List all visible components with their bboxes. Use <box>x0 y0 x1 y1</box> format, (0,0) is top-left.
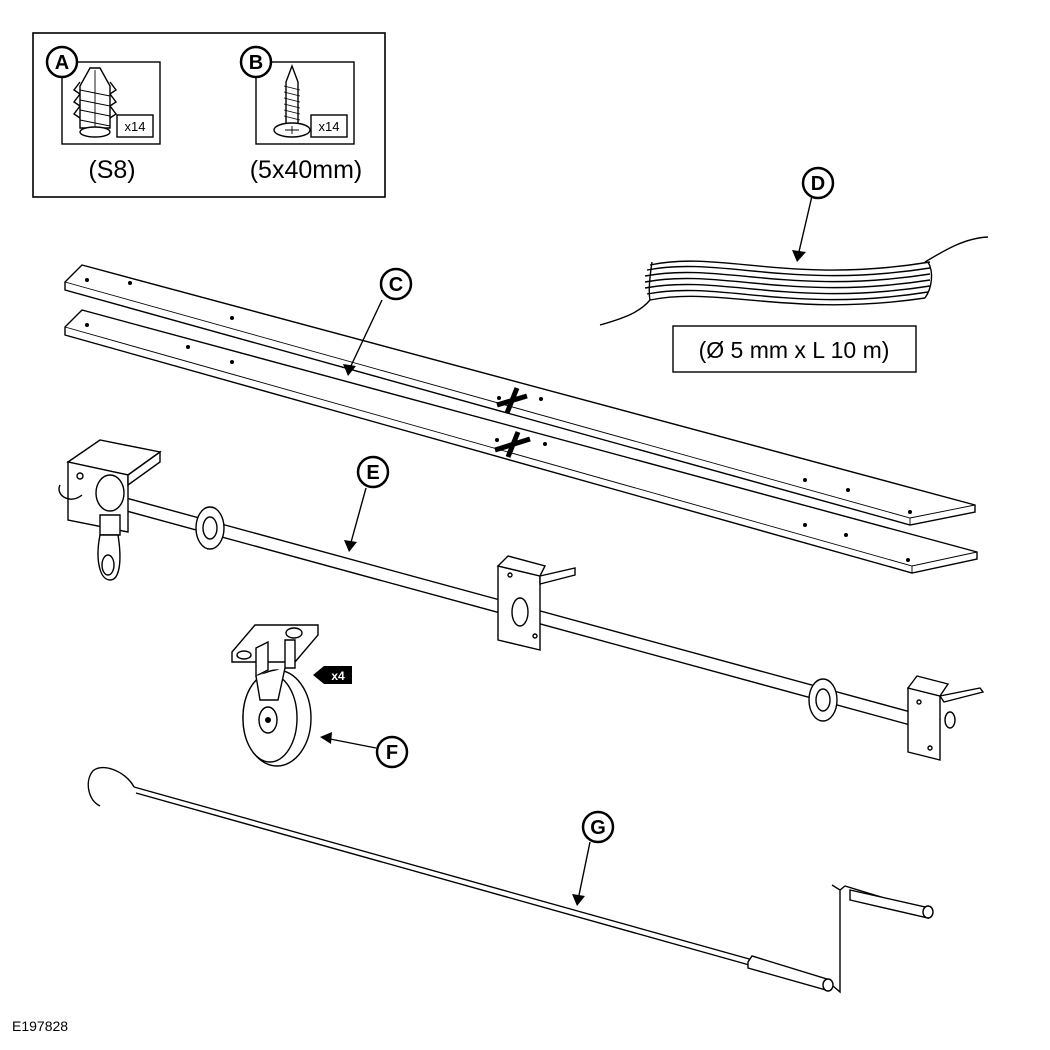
part-g-crank-handle: G <box>87 767 934 994</box>
center-bracket <box>496 555 576 651</box>
callout-e-arrowhead <box>344 540 357 552</box>
wall-anchor-icon <box>72 67 118 138</box>
callout-e-leader <box>349 487 367 547</box>
callout-f-circle <box>375 735 409 769</box>
callout-b-label: B <box>249 52 263 74</box>
callout-f-label: F <box>386 742 398 764</box>
part-a-spec: (S8) <box>88 156 135 184</box>
shaft-collar-left <box>195 506 225 550</box>
callout-c-leader <box>348 299 383 371</box>
part-a-frame <box>61 61 161 145</box>
shaft-collar-right <box>808 678 838 722</box>
part-b-quantity-box <box>310 114 348 138</box>
screw-icon <box>273 64 311 138</box>
callout-d-circle <box>801 166 835 200</box>
cord-spec-box <box>672 325 917 373</box>
callout-e-label: E <box>366 462 379 484</box>
callout-a-label: A <box>55 52 69 74</box>
flat-bar-upper <box>64 264 976 526</box>
flat-bar-lower <box>64 309 978 574</box>
callout-f-leader <box>324 737 377 749</box>
callout-g-arrowhead <box>572 894 585 906</box>
callout-g-leader <box>577 841 591 901</box>
callout-g-label: G <box>590 817 606 839</box>
callout-d-leader <box>797 195 813 257</box>
callout-d-arrowhead <box>792 250 806 262</box>
part-f-pulley: x4 F <box>231 624 409 769</box>
crank-handle-icon <box>87 767 934 994</box>
callout-c-circle <box>379 267 413 301</box>
part-a-quantity-box <box>116 114 154 138</box>
part-c-flat-bars: C <box>64 264 978 574</box>
pulley-quantity: x4 <box>331 669 345 683</box>
callout-g-circle <box>581 810 615 844</box>
parts-box: x14 A (S8) x14 B (5x40mm) <box>32 32 386 198</box>
part-b-frame <box>255 61 355 145</box>
callout-b-circle <box>239 45 273 79</box>
callout-c-label: C <box>389 274 403 296</box>
part-a-quantity: x14 <box>125 119 146 134</box>
callout-a-circle <box>45 45 79 79</box>
cord-coil-icon <box>599 236 989 326</box>
callout-d-label: D <box>811 173 825 195</box>
part-b: x14 B (5x40mm) <box>239 45 363 184</box>
end-bracket <box>906 675 985 761</box>
winch-icon <box>58 439 162 581</box>
callout-e-circle <box>356 455 390 489</box>
callout-c-arrowhead <box>343 364 356 376</box>
figure-id: E197828 <box>12 1018 68 1034</box>
part-a: x14 A (S8) <box>45 45 161 184</box>
callout-f-arrowhead <box>320 732 332 744</box>
part-b-spec: (5x40mm) <box>250 156 363 184</box>
cord-spec: (Ø 5 mm x L 10 m) <box>699 337 890 363</box>
pulley-icon <box>231 624 352 767</box>
part-e-shaft: E <box>58 439 985 761</box>
part-b-quantity: x14 <box>319 119 340 134</box>
part-d-cord: D (Ø 5 mm x L 10 m) <box>599 166 989 373</box>
